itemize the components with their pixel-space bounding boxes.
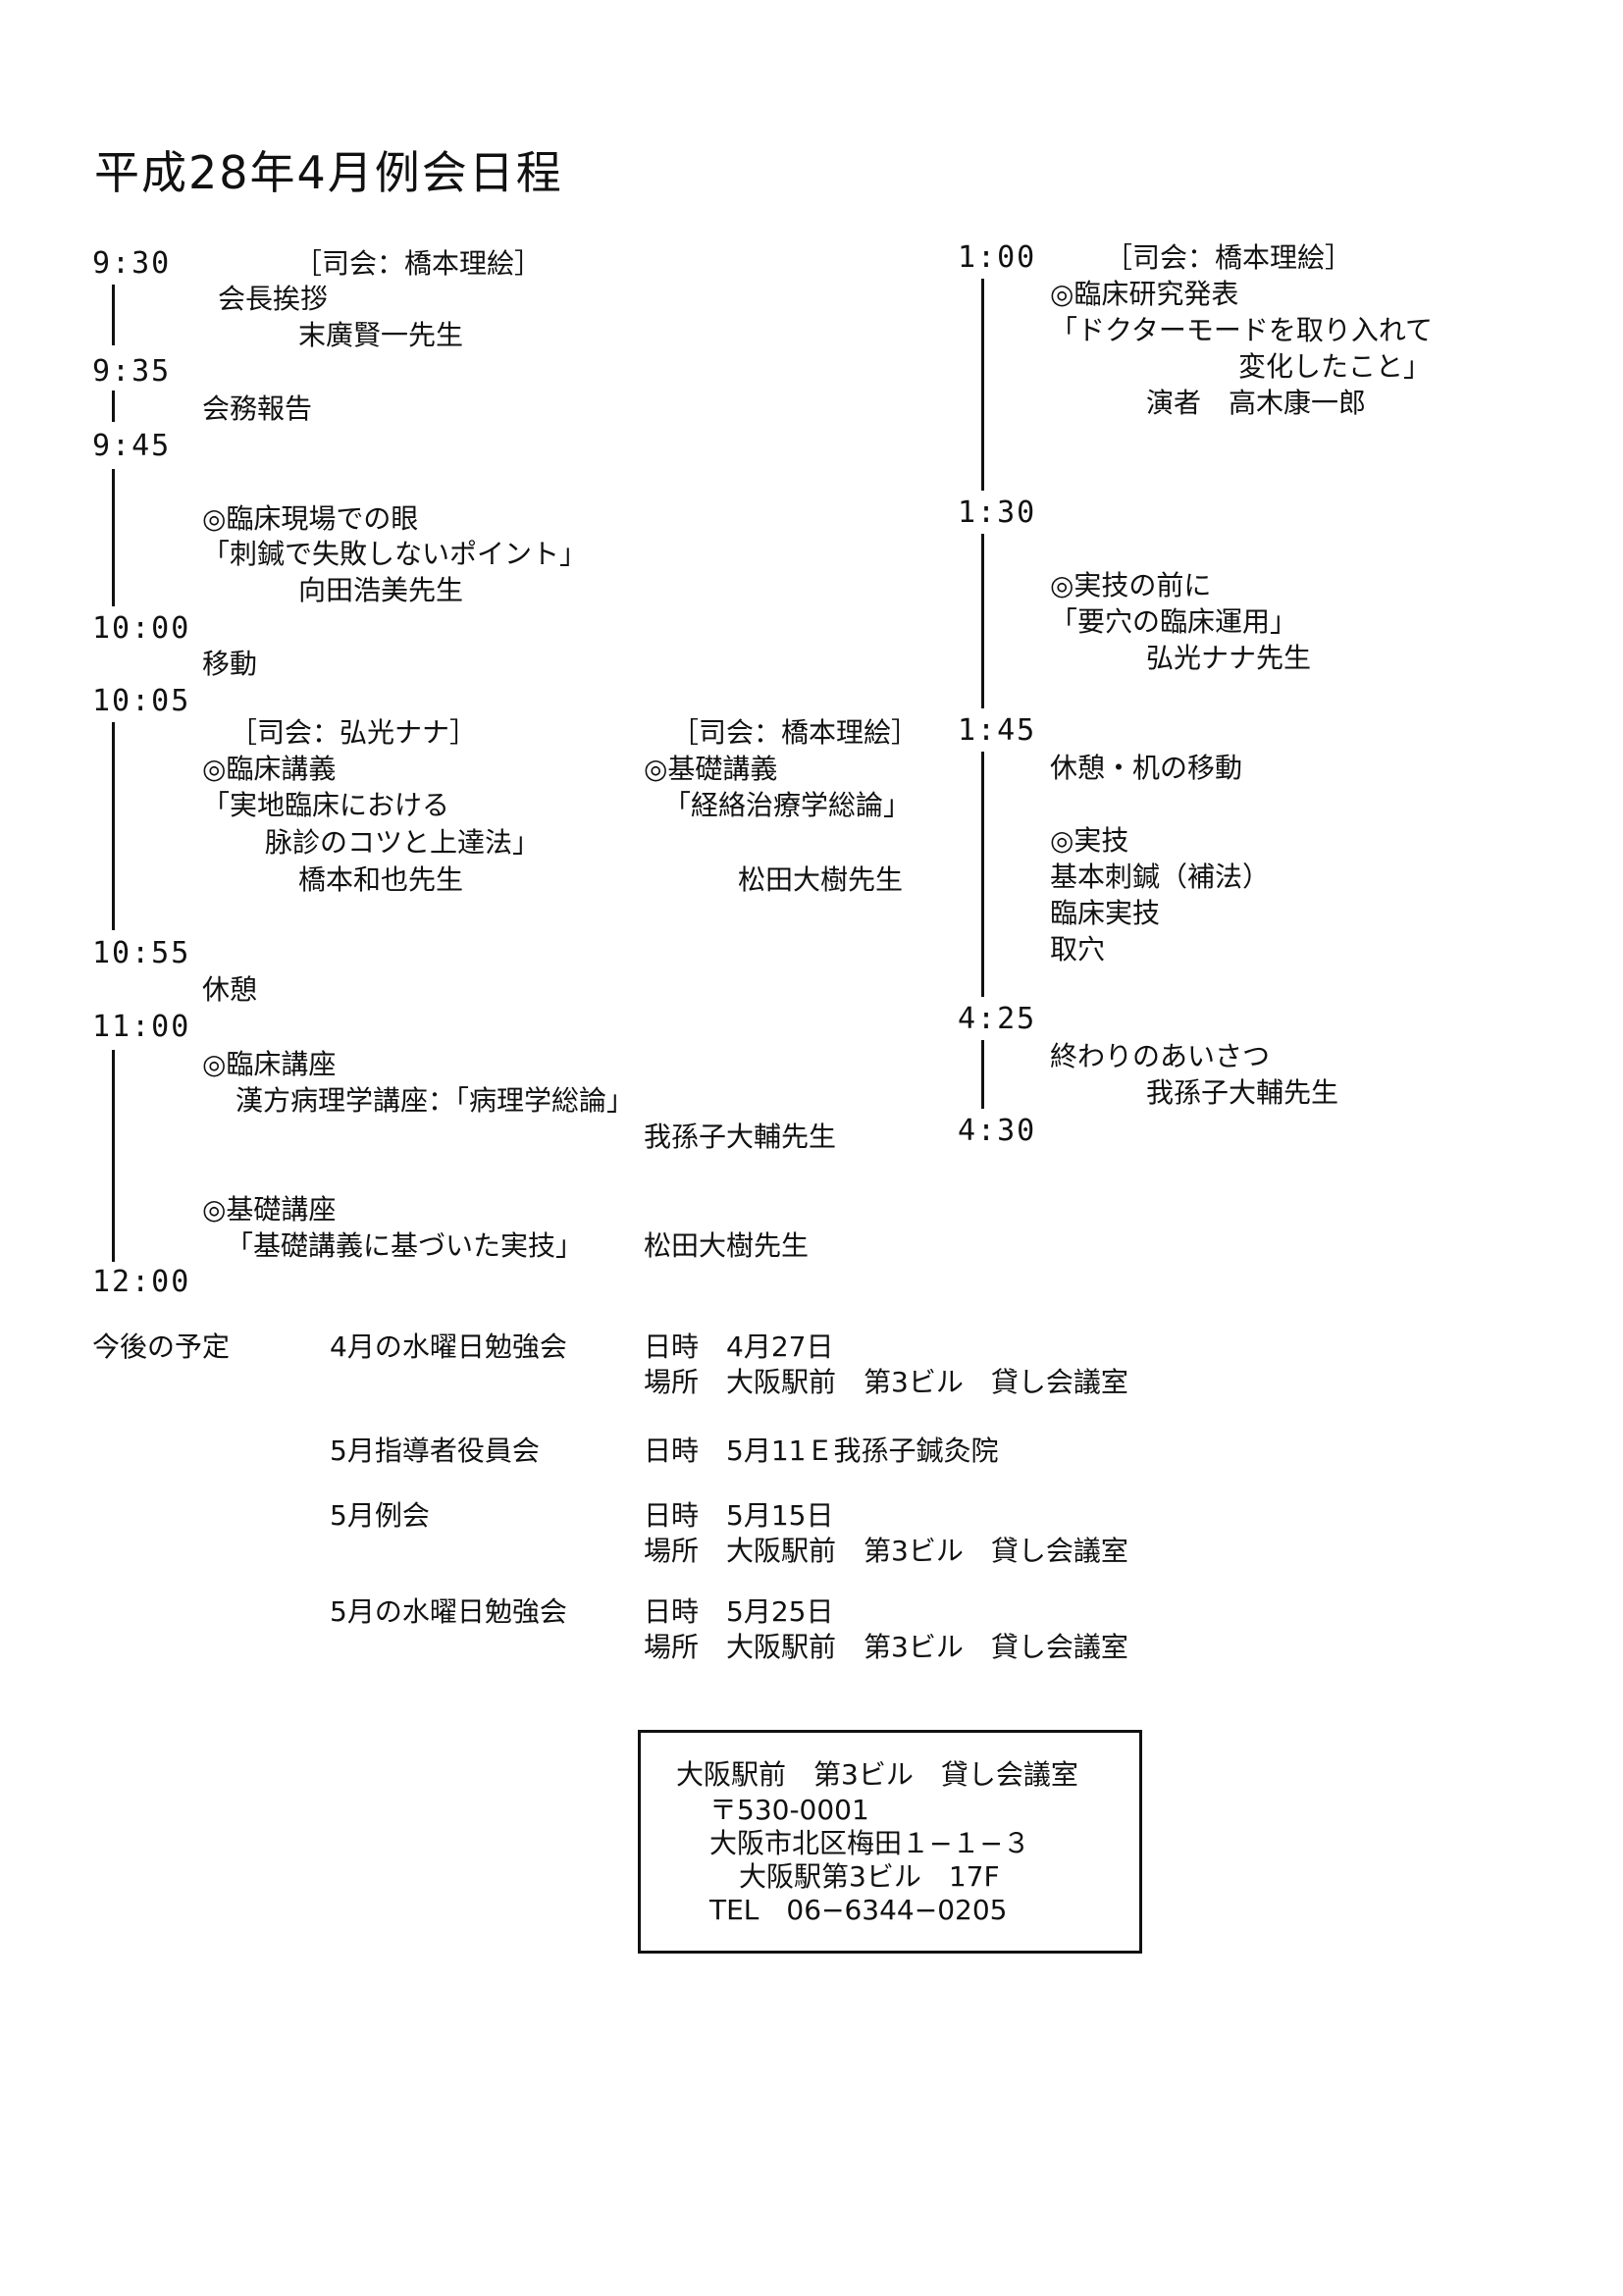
session-subtitle: 「ドクターモードを取り入れて	[1050, 314, 1434, 346]
address-line: 大阪市北区梅田１−１−３	[709, 1827, 1030, 1859]
session-subtitle: 変化したこと」	[1238, 350, 1432, 383]
schedule-event-date: 日時 5月11Ｅ我孫子鍼灸院	[644, 1435, 999, 1467]
time-label: 9:35	[92, 354, 172, 389]
session-subtitle: 「要穴の臨床運用」	[1050, 605, 1298, 638]
time-label: 10:05	[92, 684, 191, 718]
session-title: ◎臨床研究発表	[1050, 278, 1239, 310]
address-line: 〒530-0001	[709, 1794, 869, 1826]
time-label: 12:00	[92, 1265, 191, 1299]
address-line: TEL 06−6344−0205	[709, 1894, 1008, 1926]
time-label: 4:25	[958, 1002, 1037, 1036]
chair-label: ［司会：橋本理絵］	[1105, 241, 1353, 274]
speaker-name: 末廣賢一先生	[298, 319, 464, 351]
chair-label: ［司会：橋本理絵］	[671, 716, 919, 749]
session-title: 終わりのあいさつ	[1050, 1040, 1271, 1072]
page-title: 平成28年4月例会日程	[94, 146, 563, 199]
schedule-event-date: 日時 4月27日	[644, 1331, 834, 1363]
session-title: ◎臨床講義	[202, 753, 337, 785]
speaker-name: 我孫子大輔先生	[644, 1121, 837, 1153]
schedule-event-date: 日時 5月25日	[644, 1595, 834, 1628]
address-line: 大阪駅第3ビル 17F	[739, 1860, 1000, 1893]
speaker-name: 松田大樹先生	[738, 863, 904, 896]
speaker-name: 弘光ナナ先生	[1146, 642, 1312, 674]
session-title: 会長挨拶	[218, 283, 329, 315]
schedule-event-name: 4月の水曜日勉強会	[330, 1331, 567, 1363]
address-line: 大阪駅前 第3ビル 貸し会議室	[676, 1758, 1078, 1791]
timeline-line	[981, 534, 984, 708]
speaker-name: 橋本和也先生	[298, 863, 464, 896]
schedule-event-name: 5月例会	[330, 1499, 430, 1532]
time-label: 1:45	[958, 713, 1037, 748]
session-title: ◎基礎講義	[644, 753, 778, 785]
practice-item: 取穴	[1050, 933, 1106, 965]
timeline-line	[112, 469, 115, 606]
session-subtitle: 「刺鍼で失敗しないポイント」	[202, 538, 588, 570]
schedule-heading: 今後の予定	[92, 1331, 231, 1363]
session-subtitle: 「基礎講義に基づいた実技」	[226, 1229, 584, 1262]
speaker-name: 向田浩美先生	[298, 574, 464, 606]
timeline-line	[981, 1040, 984, 1109]
session-title: ◎実技の前に	[1050, 569, 1212, 601]
time-label: 11:00	[92, 1010, 191, 1044]
session-title: 移動	[202, 648, 258, 680]
time-label: 10:00	[92, 611, 191, 646]
session-subtitle: 脉診のコツと上達法」	[265, 826, 541, 859]
speaker-name: 我孫子大輔先生	[1146, 1076, 1339, 1109]
schedule-event-place: 場所 大阪駅前 第3ビル 貸し会議室	[644, 1535, 1128, 1567]
chair-label: ［司会：橋本理絵］	[294, 247, 543, 280]
session-title: ◎実技	[1050, 824, 1129, 857]
session-title: 会務報告	[202, 392, 313, 425]
timeline-line	[112, 285, 115, 345]
time-label: 1:30	[958, 496, 1037, 530]
session-title: ◎臨床講座	[202, 1048, 337, 1080]
schedule-event-name: 5月指導者役員会	[330, 1435, 540, 1467]
chair-label: ［司会：弘光ナナ］	[230, 716, 478, 749]
session-subtitle: 「経絡治療学総論」	[663, 789, 912, 821]
session-title: 休憩	[202, 973, 258, 1006]
session-title: 休憩・机の移動	[1050, 752, 1243, 784]
schedule-event-place: 場所 大阪駅前 第3ビル 貸し会議室	[644, 1366, 1128, 1398]
timeline-line	[112, 722, 115, 930]
session-subtitle: 漢方病理学講座：「病理学総論」	[236, 1084, 635, 1117]
session-subtitle: 「実地臨床における	[202, 789, 450, 821]
session-title: ◎臨床現場での眼	[202, 502, 419, 535]
timeline-line	[981, 752, 984, 997]
timeline-line	[112, 391, 115, 422]
time-label: 10:55	[92, 936, 191, 970]
speaker-name: 演者 高木康一郎	[1146, 387, 1367, 419]
schedule-event-place: 場所 大阪駅前 第3ビル 貸し会議室	[644, 1631, 1128, 1663]
time-label: 9:45	[92, 429, 172, 463]
timeline-line	[981, 279, 984, 491]
time-label: 4:30	[958, 1114, 1037, 1148]
practice-item: 基本刺鍼（補法）	[1050, 861, 1271, 893]
practice-item: 臨床実技	[1050, 897, 1161, 929]
time-label: 1:00	[958, 240, 1037, 275]
schedule-event-date: 日時 5月15日	[644, 1499, 834, 1532]
time-label: 9:30	[92, 246, 172, 281]
timeline-line	[112, 1050, 115, 1262]
address-box: 大阪駅前 第3ビル 貸し会議室 〒530-0001 大阪市北区梅田１−１−３ 大…	[638, 1730, 1142, 1954]
speaker-name: 松田大樹先生	[644, 1229, 810, 1262]
session-title: ◎基礎講座	[202, 1193, 337, 1226]
schedule-event-name: 5月の水曜日勉強会	[330, 1595, 567, 1628]
